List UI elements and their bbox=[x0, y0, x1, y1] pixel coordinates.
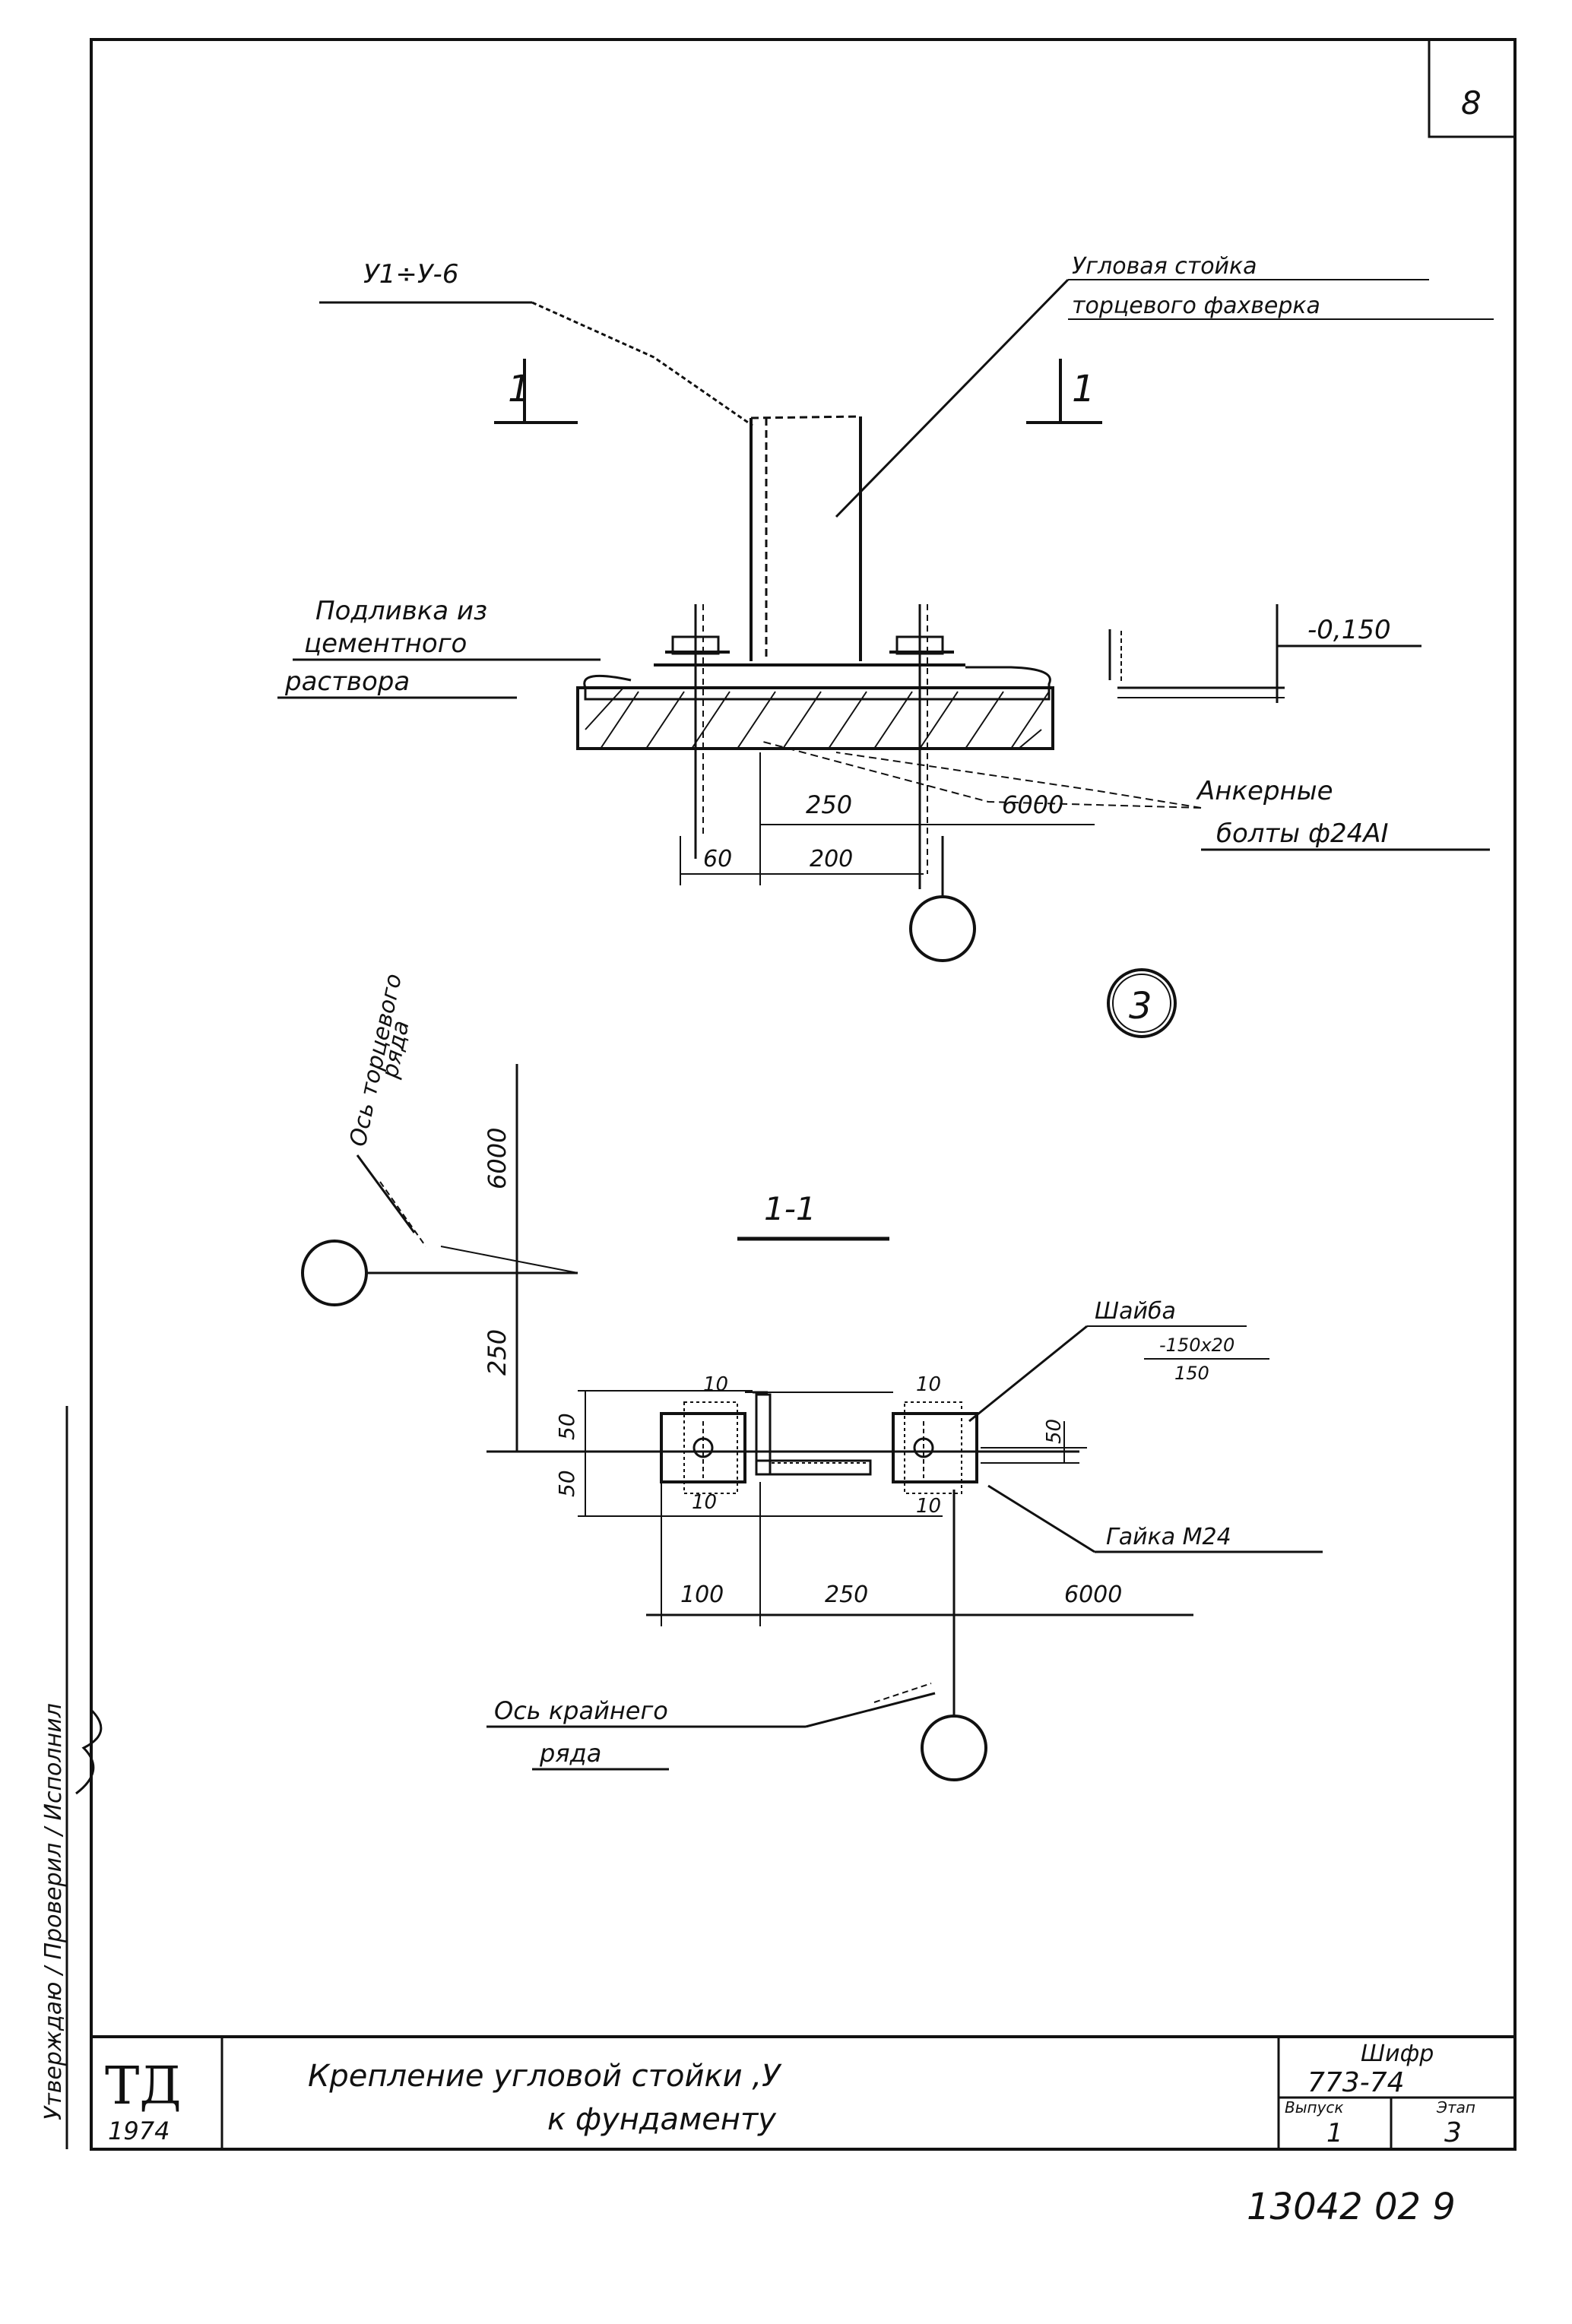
issue-value: 1 bbox=[1326, 2118, 1343, 2148]
dim-50-a: 50 bbox=[554, 1413, 579, 1440]
axis-bubble-row bbox=[921, 1715, 987, 1781]
node-marker-number: 3 bbox=[1129, 985, 1152, 1027]
washer-line2: -150х20 bbox=[1159, 1335, 1234, 1356]
code-label: Шифр bbox=[1361, 2041, 1434, 2067]
org-logo: ТД bbox=[105, 2056, 182, 2117]
dim-10-c: 10 bbox=[692, 1491, 717, 1514]
bolts-line1: Анкерные bbox=[1196, 776, 1333, 806]
dim-6000-section: 6000 bbox=[1064, 1582, 1122, 1608]
sheet-frame bbox=[90, 38, 1517, 2151]
level-value: -0,150 bbox=[1307, 615, 1391, 645]
column-label: У1÷У-6 bbox=[363, 259, 458, 290]
dim-10-d: 10 bbox=[916, 1495, 941, 1518]
archive-number: 13042 02 9 bbox=[1247, 2186, 1456, 2228]
title-line2: к фундаменту bbox=[547, 2102, 777, 2137]
sheet-value: 3 bbox=[1444, 2117, 1462, 2148]
sheet-number: 8 bbox=[1461, 84, 1482, 122]
node-marker: 3 bbox=[1107, 968, 1177, 1038]
dim-6000-main: 6000 bbox=[1002, 790, 1063, 819]
sheet-label: Этап bbox=[1436, 2098, 1475, 2117]
title-block: ТД 1974 Крепление угловой стойки ,У к фу… bbox=[91, 2035, 1515, 2149]
grout-line3: раствора bbox=[284, 666, 410, 697]
issue-label: Выпуск bbox=[1285, 2098, 1344, 2117]
main-view: У1÷У-6 Угловая стойка торцевого фахверка… bbox=[277, 253, 1494, 962]
section-view: 1-1 Ось торцевого ряда 6000 250 50 50 bbox=[301, 971, 1323, 1781]
nut-label: Гайка М24 bbox=[1106, 1524, 1231, 1550]
section-mark-left: 1 bbox=[508, 368, 531, 410]
section-title: 1-1 bbox=[764, 1190, 816, 1227]
washer-line3: 150 bbox=[1174, 1363, 1209, 1384]
dim-100: 100 bbox=[680, 1582, 724, 1608]
title-year: 1974 bbox=[108, 2117, 170, 2145]
column-note-line1: Угловая стойка bbox=[1072, 253, 1257, 280]
dim-60-main: 60 bbox=[703, 846, 732, 872]
corner-column bbox=[750, 415, 862, 661]
washer-right bbox=[892, 1401, 978, 1494]
axis-bubble-main bbox=[909, 895, 976, 962]
dim-10-a: 10 bbox=[703, 1373, 728, 1396]
foundation bbox=[576, 686, 1054, 750]
row-axis-line2: ряда bbox=[539, 1739, 601, 1768]
side-stamp: Утверждаю / Проверил / Исполнил bbox=[40, 1406, 103, 2149]
dim-vert-250: 250 bbox=[483, 1329, 512, 1376]
dim-250-section: 250 bbox=[825, 1582, 868, 1608]
grout-line2: цементного bbox=[304, 628, 467, 659]
dim-vert-6000: 6000 bbox=[483, 1128, 512, 1189]
level-mark: -0,150 bbox=[1108, 604, 1421, 703]
title-line1: Крепление угловой стойки ,У bbox=[308, 2059, 782, 2094]
section-mark-right: 1 bbox=[1072, 368, 1095, 410]
dim-50-c: 50 bbox=[1043, 1419, 1066, 1444]
code-value: 773-74 bbox=[1307, 2067, 1405, 2098]
dim-50-b: 50 bbox=[554, 1470, 579, 1497]
washer-left bbox=[660, 1401, 746, 1494]
dim-250-main: 250 bbox=[806, 790, 852, 819]
sheet-number-box: 8 bbox=[1428, 38, 1517, 138]
washer-line1: Шайба bbox=[1095, 1298, 1176, 1325]
row-axis-line1: Ось крайнего bbox=[494, 1696, 668, 1725]
section-bottom-dimensions: 100 250 6000 bbox=[646, 1482, 1193, 1718]
grout-bed bbox=[583, 666, 1051, 701]
grout-line1: Подливка из bbox=[315, 596, 487, 626]
main-dimensions: 250 6000 60 200 bbox=[680, 752, 1095, 885]
column-note-line2: торцевого фахверка bbox=[1072, 293, 1320, 319]
dim-200-main: 200 bbox=[810, 846, 853, 872]
side-stamp-text: Утверждаю / Проверил / Исполнил bbox=[40, 1703, 67, 2120]
dim-10-b: 10 bbox=[916, 1373, 941, 1396]
bolts-line2: болты ф24АI bbox=[1216, 818, 1389, 849]
axis-bubble-left bbox=[301, 1240, 368, 1306]
base-plate bbox=[654, 604, 965, 889]
angle-section bbox=[745, 1391, 893, 1476]
